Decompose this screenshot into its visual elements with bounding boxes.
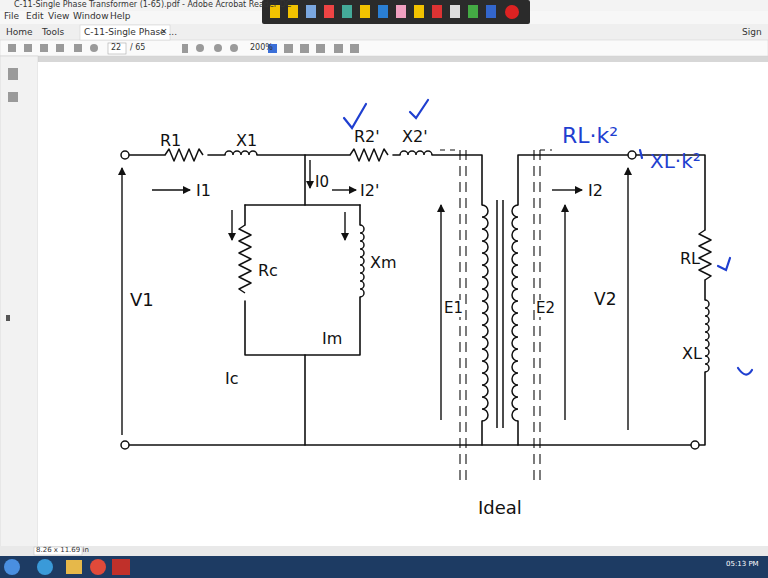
- current-voltage-arrows: [122, 160, 628, 435]
- floating-pen-toolbar: [262, 0, 530, 24]
- terminal-dots: [121, 151, 699, 449]
- component-label: R1: [160, 132, 181, 150]
- caption-note: Ideal: [478, 498, 522, 518]
- blue-ink-marks: [344, 100, 752, 375]
- tab-label: Tools: [42, 28, 64, 38]
- component-label: RL: [680, 250, 700, 268]
- emf-label: E2: [536, 300, 555, 317]
- menu-item: File: [4, 12, 19, 22]
- menu-item: View: [48, 12, 69, 22]
- current-label: Im: [322, 330, 342, 348]
- component-label: Rc: [258, 262, 278, 280]
- current-label: I1: [196, 182, 211, 200]
- tab-close: ×: [160, 27, 168, 37]
- current-label: Ic: [225, 370, 239, 388]
- menu-item: Window: [73, 12, 109, 22]
- resistor-symbol: [165, 149, 711, 293]
- circuit-wires: [125, 155, 705, 445]
- component-label: XL: [682, 345, 702, 363]
- emf-label: E1: [444, 300, 463, 317]
- window-title: C-11-Single Phase Transformer (1-65).pdf…: [14, 1, 291, 10]
- voltage-label: V2: [594, 290, 616, 309]
- toolbar-icons: [6, 44, 359, 321]
- sign-label: Sign: [742, 28, 762, 38]
- zoom-level: 200%: [250, 44, 273, 53]
- inductor-symbol: [225, 151, 709, 372]
- component-label: Xm: [370, 254, 397, 272]
- current-label: I2': [360, 182, 379, 200]
- status-text: 8.26 x 11.69 in: [36, 547, 89, 555]
- annotation: XL·k²: [650, 150, 701, 172]
- current-label: I2: [588, 182, 603, 200]
- current-label: I0: [315, 174, 329, 191]
- taskbar: [0, 556, 768, 578]
- component-label: R2': [354, 128, 380, 146]
- window-chrome: [0, 0, 768, 556]
- voltage-label: V1: [130, 290, 154, 310]
- annotation: RL·k²: [562, 124, 618, 148]
- clock-text: 05:13 PM: [726, 561, 759, 569]
- page-number: 22: [111, 44, 121, 53]
- menu-item: Help: [110, 12, 131, 22]
- component-label: X1: [236, 132, 257, 150]
- page-count: / 65: [130, 44, 145, 53]
- component-label: X2': [402, 128, 428, 146]
- tab-label: Home: [6, 28, 33, 38]
- menu-item: Edit: [26, 12, 43, 22]
